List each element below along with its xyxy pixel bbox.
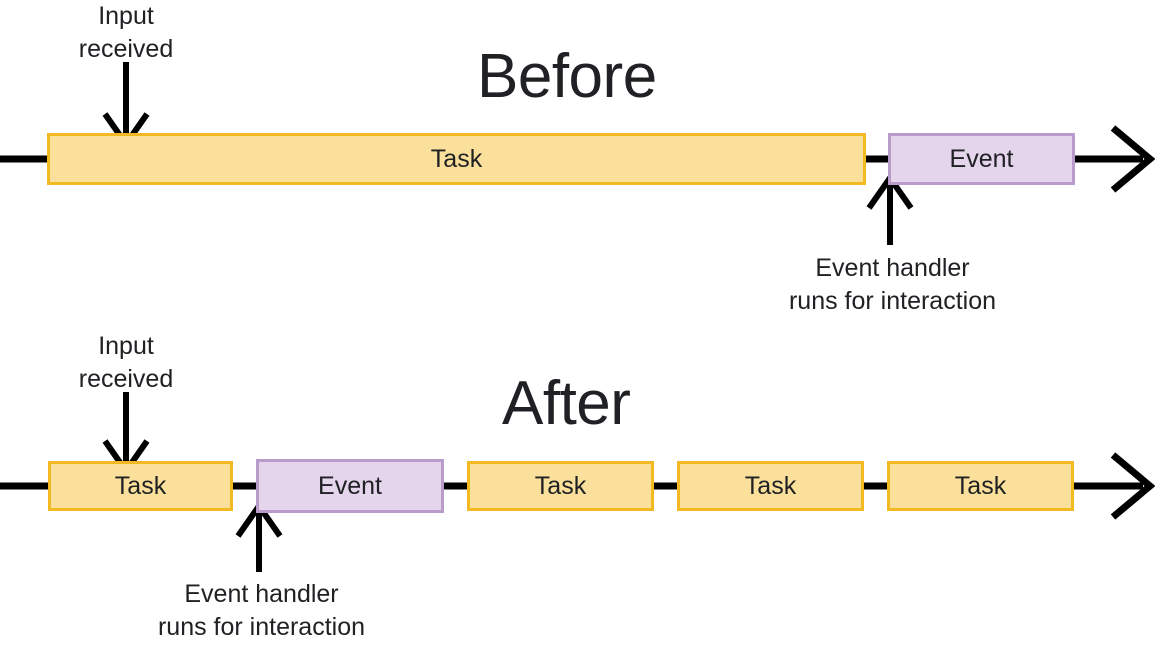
before-input-received-label: Input received xyxy=(78,2,174,63)
before-event-block[interactable]: Event xyxy=(888,133,1075,185)
before-section-title: Before xyxy=(477,42,657,111)
before-task-block[interactable]: Task xyxy=(47,133,866,185)
after-task-block-2-label: Task xyxy=(534,471,587,500)
after-event-block-label: Event xyxy=(318,471,382,500)
after-axis-arrowhead xyxy=(1110,452,1155,520)
after-event-block[interactable]: Event xyxy=(256,459,444,513)
after-task-block-2[interactable]: Task xyxy=(467,461,654,511)
before-task-block-label: Task xyxy=(430,144,483,173)
after-input-received-label: Input received xyxy=(78,332,174,393)
after-task-block-3[interactable]: Task xyxy=(677,461,864,511)
before-event-block-label: Event xyxy=(949,144,1014,173)
after-task-block-4-label: Task xyxy=(954,471,1007,500)
before-event-handler-label: Event handler runs for interaction xyxy=(788,254,997,315)
after-task-block-4[interactable]: Task xyxy=(887,461,1074,511)
after-task-block-1[interactable]: Task xyxy=(48,461,233,511)
after-task-block-1-label: Task xyxy=(114,471,167,500)
after-task-block-3-label: Task xyxy=(744,471,797,500)
after-event-handler-label: Event handler runs for interaction xyxy=(157,580,366,641)
before-axis-arrowhead xyxy=(1110,125,1155,193)
after-section-title: After xyxy=(502,369,631,438)
